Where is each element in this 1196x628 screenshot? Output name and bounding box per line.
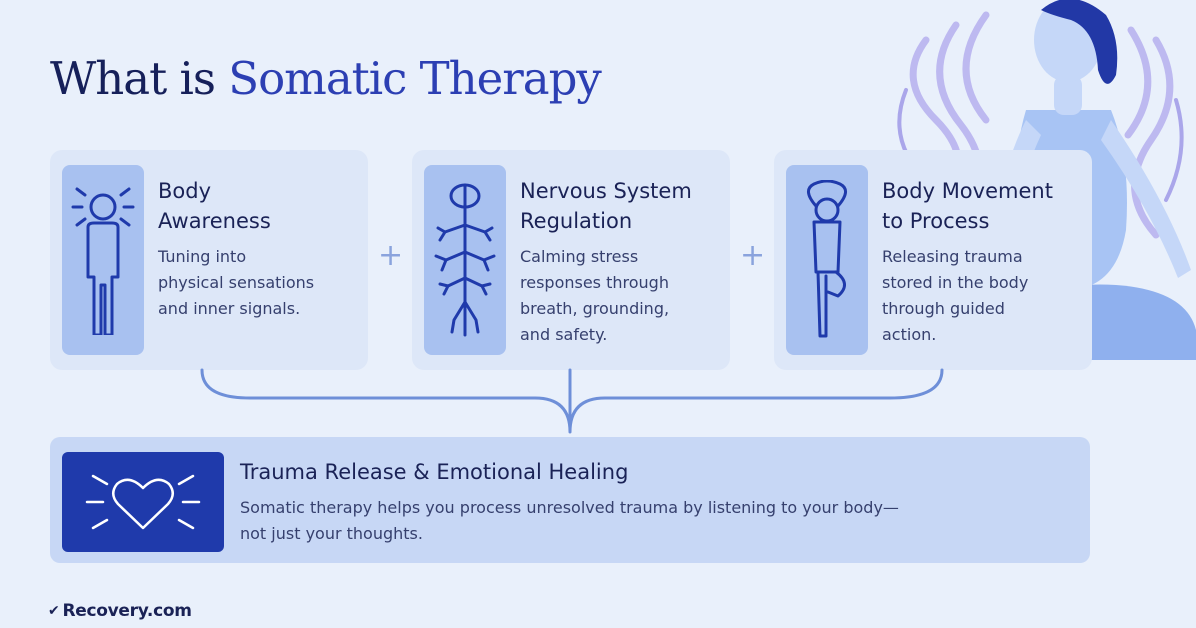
card-desc-line: and inner signals. (158, 299, 301, 318)
outcome-desc-line: not just your thoughts. (240, 524, 423, 543)
outcome-description: Somatic therapy helps you process unreso… (240, 495, 1060, 547)
card-nervous-system: Nervous System Regulation Calming stress… (412, 150, 730, 370)
tree-pose-icon (807, 180, 847, 338)
page-title: What is Somatic Therapy (50, 52, 602, 105)
card-desc-line: breath, grounding, (520, 299, 670, 318)
person-radiating-icon (71, 187, 135, 335)
card-desc-line: through guided (882, 299, 1005, 318)
card-title-line: Nervous System (520, 179, 692, 203)
card-title-line: Body (158, 179, 212, 203)
heart-radiating-icon (85, 474, 201, 530)
outcome-card: Trauma Release & Emotional Healing Somat… (50, 437, 1090, 563)
card-title-line: Awareness (158, 209, 271, 233)
outcome-title: Trauma Release & Emotional Healing (240, 460, 629, 484)
card-title: Nervous System Regulation (520, 176, 718, 236)
icon-box (62, 165, 144, 355)
card-title-line: to Process (882, 209, 990, 233)
brand-logo: ✔ Recovery.com (48, 601, 192, 621)
plus-separator: + (378, 238, 404, 273)
card-body-movement: Body Movement to Process Releasing traum… (774, 150, 1092, 370)
card-desc-line: action. (882, 325, 937, 344)
card-desc-line: physical sensations (158, 273, 315, 292)
brand-mark-icon: ✔ (48, 603, 60, 619)
nervous-system-icon (434, 183, 496, 337)
card-title-line: Body Movement (882, 179, 1053, 203)
title-accent: Somatic Therapy (228, 52, 602, 105)
card-desc-line: stored in the body (882, 273, 1029, 292)
brand-name: Recovery.com (62, 601, 192, 621)
card-desc-line: Tuning into (158, 247, 247, 266)
card-description: Releasing trauma stored in the body thro… (882, 244, 1080, 348)
card-title: Body Awareness (158, 176, 356, 236)
card-description: Calming stress responses through breath,… (520, 244, 718, 348)
icon-box (424, 165, 506, 355)
bracket-connector (200, 368, 944, 434)
card-title-line: Regulation (520, 209, 633, 233)
outcome-desc-line: Somatic therapy helps you process unreso… (240, 498, 899, 517)
card-desc-line: responses through (520, 273, 669, 292)
icon-box (786, 165, 868, 355)
card-desc-line: Releasing trauma (882, 247, 1023, 266)
card-description: Tuning into physical sensations and inne… (158, 244, 356, 322)
plus-separator: + (740, 238, 766, 273)
card-desc-line: and safety. (520, 325, 608, 344)
card-title: Body Movement to Process (882, 176, 1080, 236)
card-desc-line: Calming stress (520, 247, 639, 266)
title-prefix: What is (50, 52, 216, 105)
card-body-awareness: Body Awareness Tuning into physical sens… (50, 150, 368, 370)
heart-icon-box (62, 452, 224, 552)
